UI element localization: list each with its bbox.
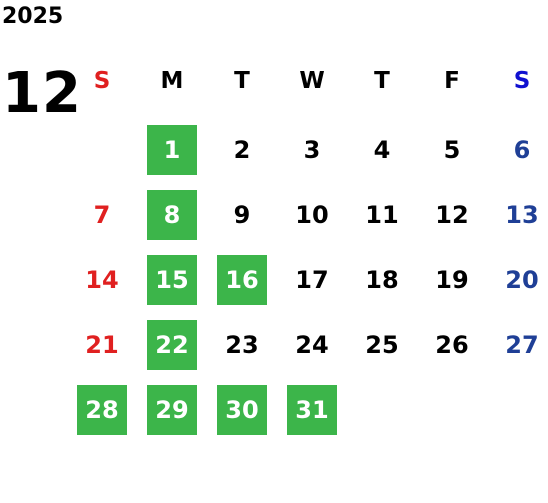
day-cell: 8 xyxy=(147,190,197,240)
day-cell: 18 xyxy=(365,266,399,294)
day-cell: 1 xyxy=(147,125,197,175)
day-cell: 7 xyxy=(93,201,111,229)
calendar-month: 12 xyxy=(2,61,82,126)
day-cell: 9 xyxy=(233,201,251,229)
day-cell: 21 xyxy=(85,331,119,359)
weekday-label: W xyxy=(299,68,325,94)
weekday-label: T xyxy=(374,68,390,94)
weekday-label: T xyxy=(234,68,250,94)
day-cell: 10 xyxy=(295,201,329,229)
day-cell: 30 xyxy=(217,385,267,435)
weekday-label: S xyxy=(93,68,111,94)
day-cell: 15 xyxy=(147,255,197,305)
day-cell: 14 xyxy=(85,266,119,294)
weekday-label: S xyxy=(513,68,531,94)
day-cell: 29 xyxy=(147,385,197,435)
day-cell: 25 xyxy=(365,331,399,359)
day-cell: 12 xyxy=(435,201,469,229)
day-cell: 26 xyxy=(435,331,469,359)
day-cell: 17 xyxy=(295,266,329,294)
day-cell: 13 xyxy=(505,201,539,229)
weekday-label: F xyxy=(444,68,460,94)
day-cell: 19 xyxy=(435,266,469,294)
day-cell: 23 xyxy=(225,331,259,359)
day-cell: 22 xyxy=(147,320,197,370)
day-cell: 16 xyxy=(217,255,267,305)
day-cell: 27 xyxy=(505,331,539,359)
day-cell: 2 xyxy=(233,136,251,164)
weekday-label: M xyxy=(160,68,184,94)
day-cell: 11 xyxy=(365,201,399,229)
day-cell: 6 xyxy=(513,136,531,164)
day-cell: 3 xyxy=(303,136,321,164)
day-cell: 5 xyxy=(443,136,461,164)
day-cell: 24 xyxy=(295,331,329,359)
calendar-year: 2025 xyxy=(2,4,64,29)
day-cell: 20 xyxy=(505,266,539,294)
day-cell: 28 xyxy=(77,385,127,435)
day-cell: 31 xyxy=(287,385,337,435)
day-cell: 4 xyxy=(373,136,391,164)
